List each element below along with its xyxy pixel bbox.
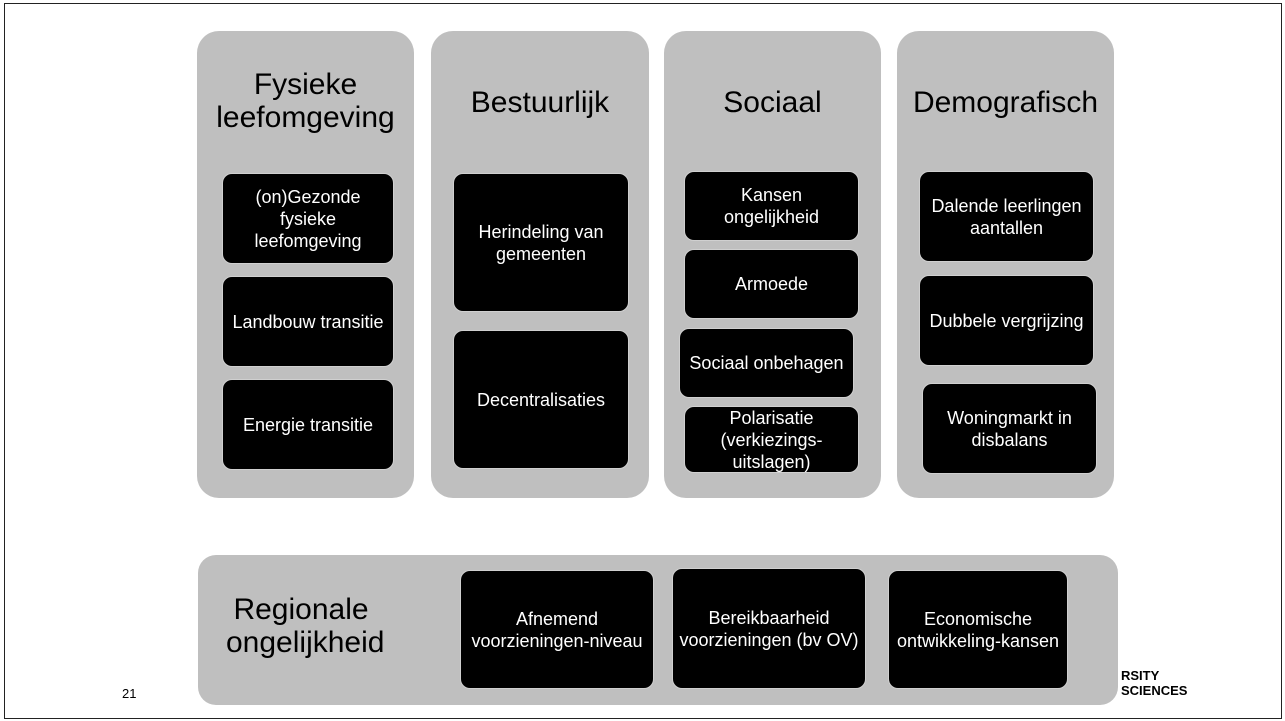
issue-box: Dubbele vergrijzing — [919, 275, 1094, 366]
issue-box: Landbouw transitie — [222, 276, 394, 367]
column-title: Sociaal — [723, 86, 822, 119]
issue-box: Polarisatie (verkiezings-uitslagen) — [684, 406, 859, 473]
slide: Fysieke leefomgeving (on)Gezonde fysieke… — [4, 3, 1282, 719]
band-title: Regionale ongelijkheid — [226, 593, 385, 659]
issue-box: Kansen ongelijkheid — [684, 171, 859, 241]
issue-box: Sociaal onbehagen — [679, 328, 854, 398]
issue-box: (on)Gezonde fysieke leefomgeving — [222, 173, 394, 264]
university-logo: RSITY SCIENCES — [1121, 668, 1188, 698]
column-fysieke-leefomgeving: Fysieke leefomgeving (on)Gezonde fysieke… — [197, 31, 414, 498]
column-title: Demografisch — [912, 86, 1099, 119]
column-title: Fysieke leefomgeving — [216, 68, 395, 134]
issue-box: Woningmarkt in disbalans — [922, 383, 1097, 474]
column-sociaal: Sociaal Kansen ongelijkheid Armoede Soci… — [664, 31, 881, 498]
issue-box: Decentralisaties — [453, 330, 629, 469]
issue-box: Armoede — [684, 249, 859, 319]
column-demografisch: Demografisch Dalende leerlingen aantalle… — [897, 31, 1114, 498]
page-number: 21 — [122, 686, 137, 701]
column-title: Bestuurlijk — [470, 86, 610, 119]
issue-box: Afnemend voorzieningen-niveau — [460, 570, 654, 689]
issue-box: Dalende leerlingen aantallen — [919, 171, 1094, 262]
issue-box: Herindeling van gemeenten — [453, 173, 629, 312]
issue-box: Energie transitie — [222, 379, 394, 470]
regional-band: Regionale ongelijkheid Afnemend voorzien… — [198, 555, 1118, 705]
issue-box: Bereikbaarheid voorzieningen (bv OV) — [672, 568, 866, 689]
column-bestuurlijk: Bestuurlijk Herindeling van gemeenten De… — [431, 31, 649, 498]
issue-box: Economische ontwikkeling-kansen — [888, 570, 1068, 689]
